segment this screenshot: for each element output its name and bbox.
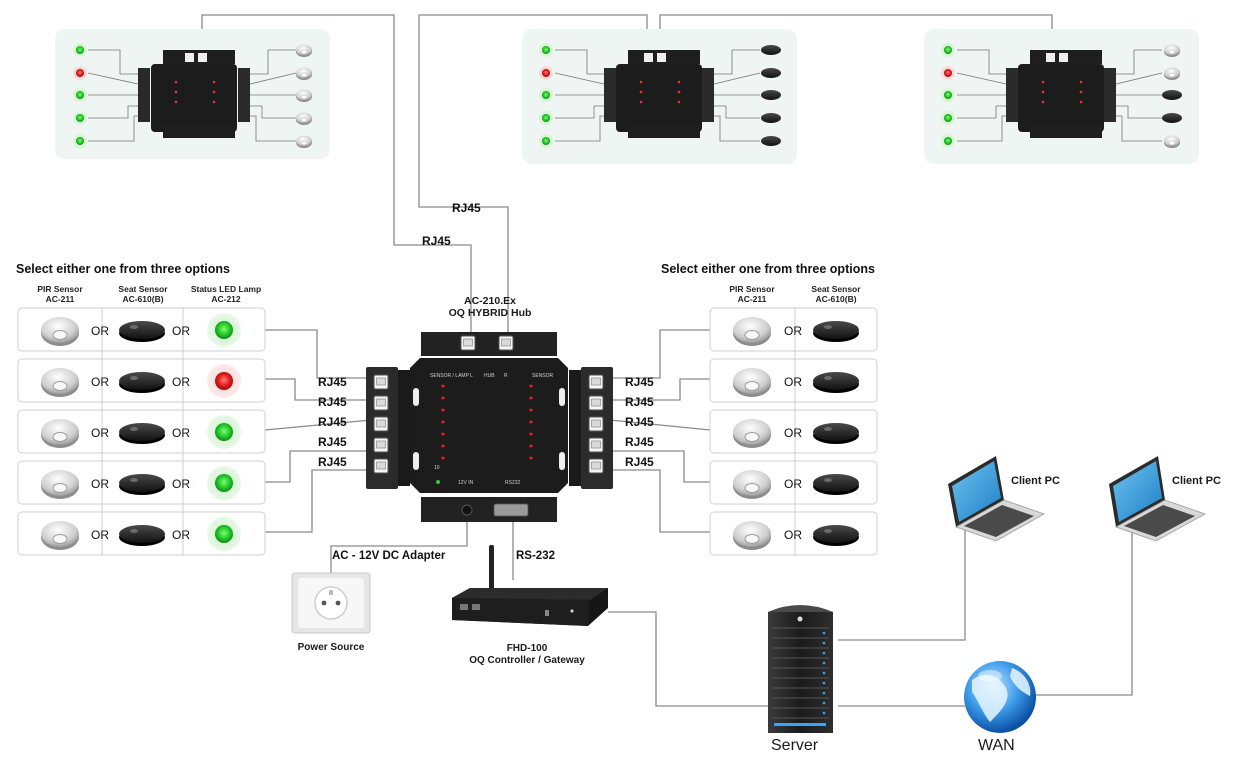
laptop-icon-1 — [948, 456, 1045, 542]
laptop-icon-2 — [1109, 456, 1206, 542]
power-socket-icon — [291, 572, 371, 634]
top-panel-1 — [55, 29, 330, 159]
or-label: OR — [784, 528, 802, 542]
rj45-label-right: RJ45 — [625, 415, 654, 429]
or-label: OR — [91, 528, 109, 542]
rj45-label-right: RJ45 — [625, 455, 654, 469]
server-icon — [768, 605, 833, 733]
or-label: OR — [784, 477, 802, 491]
wan-label: WAN — [978, 737, 1015, 754]
or-label: OR — [91, 375, 109, 389]
or-label: OR — [172, 426, 190, 440]
rj45-label-left: RJ45 — [318, 455, 347, 469]
select-options-right-title: Select either one from three options — [661, 262, 875, 276]
or-label: OR — [91, 477, 109, 491]
rj45-label-left: RJ45 — [318, 415, 347, 429]
right-option-table — [709, 307, 878, 556]
rs232-label: RS-232 — [516, 550, 555, 562]
hub-panel-sensor-lamp-text: SENSOR / LAMP — [430, 373, 469, 379]
gateway-icon — [452, 545, 608, 626]
or-label: OR — [91, 324, 109, 338]
or-label: OR — [172, 477, 190, 491]
hub-panel-l-text: L — [470, 373, 473, 379]
or-label: OR — [172, 375, 190, 389]
power-source-label: Power Source — [297, 642, 365, 653]
or-label: OR — [784, 375, 802, 389]
adapter-label: AC - 12V DC Adapter — [332, 550, 446, 562]
rj45-label-left: RJ45 — [318, 375, 347, 389]
hub-device — [366, 332, 613, 522]
server-label: Server — [771, 737, 819, 754]
or-label: OR — [172, 324, 190, 338]
top-panel-2 — [522, 29, 797, 164]
or-label: OR — [784, 426, 802, 440]
rj45-label-top-1: RJ45 — [422, 234, 451, 248]
hub-panel-ten-text: 10 — [434, 465, 440, 471]
rj45-label-right: RJ45 — [625, 375, 654, 389]
globe-icon — [964, 661, 1036, 733]
hub-panel-hub-text: HUB — [484, 373, 495, 379]
hub-panel-rs232-text: RS232 — [505, 480, 521, 486]
select-options-left-title: Select either one from three options — [16, 262, 230, 276]
hub-panel-sensor-text: SENSOR — [532, 373, 554, 379]
client-pc-label-2: Client PC — [1172, 475, 1221, 487]
hub-panel-12v-text: 12V IN — [458, 480, 474, 486]
rj45-label-left: RJ45 — [318, 435, 347, 449]
rj45-label-right: RJ45 — [625, 435, 654, 449]
rj45-label-top-2: RJ45 — [452, 201, 481, 215]
client-pc-label-1: Client PC — [1011, 475, 1060, 487]
rj45-label-left: RJ45 — [318, 395, 347, 409]
hub-panel-r-text: R — [504, 373, 508, 379]
or-label: OR — [91, 426, 109, 440]
or-label: OR — [784, 324, 802, 338]
or-label: OR — [172, 528, 190, 542]
top-panel-3 — [924, 29, 1199, 164]
left-option-table — [17, 307, 266, 556]
rj45-label-right: RJ45 — [625, 395, 654, 409]
